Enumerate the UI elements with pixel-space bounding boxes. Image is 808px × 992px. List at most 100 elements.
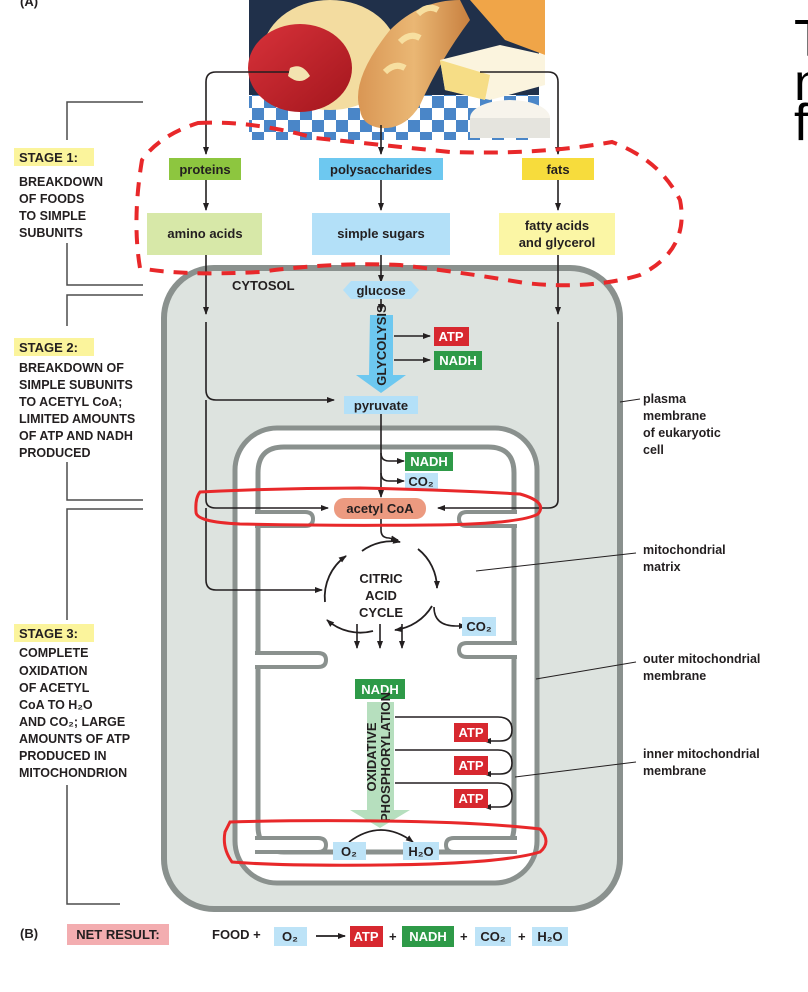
glucose-label: glucose [356, 283, 405, 298]
atp-label: ATP [438, 329, 463, 344]
stage-2-line: OF ATP AND NADH [19, 429, 133, 443]
acetyl-coa-node: acetyl CoA [334, 498, 426, 519]
nadh-term: NADH [409, 929, 447, 944]
stage-3-line: AND CO₂; LARGE [19, 715, 125, 729]
stage-3-line: PRODUCED IN [19, 749, 107, 763]
glycerol-label: and glycerol [519, 235, 596, 250]
stage-1-label: STAGE 1: BREAKDOWN OF FOODS TO SIMPLE SU… [14, 148, 103, 240]
stage-1-line: BREAKDOWN [19, 175, 103, 189]
stage-3-line: MITOCHONDRION [19, 766, 127, 780]
co2-term: CO₂ [480, 929, 506, 944]
cytosol-label: CYTOSOL [232, 278, 295, 293]
stage-2-line: PRODUCED [19, 446, 91, 460]
o2-h2o-circle [222, 819, 548, 867]
net-result-badge [67, 924, 169, 945]
h2o-term: H₂O [537, 929, 562, 944]
simple-sugars-label: simple sugars [337, 226, 424, 241]
side-text-line-1: T [794, 10, 808, 68]
polysaccharides-label: polysaccharides [330, 162, 432, 177]
annotation-outer-membrane: outer mitochondrial membrane [643, 652, 760, 683]
stage-3-line: CoA TO H₂O [19, 698, 93, 712]
panel-label-b: (B) [20, 926, 38, 941]
fats-box [522, 158, 594, 180]
atp-label: ATP [458, 791, 483, 806]
glycolysis-label: GLYCOLYSIS [374, 304, 389, 386]
annotation-line: membrane [643, 409, 706, 423]
net-result-equation: (B) NET RESULT: FOOD + O₂ ATP + NADH + C… [20, 924, 568, 947]
plus-sign: + [460, 929, 468, 944]
pyruvate-label: pyruvate [354, 398, 408, 413]
side-heading-text: T n f [794, 10, 808, 152]
nadh-badge [402, 926, 454, 947]
fatty-acids-box [499, 213, 615, 255]
stage-2-line: TO ACETYL CoA; [19, 395, 122, 409]
atp-badge [434, 327, 469, 346]
annotation-line: membrane [643, 764, 706, 778]
citric-label-line: CITRIC [359, 571, 403, 586]
annotation-line: membrane [643, 669, 706, 683]
plus-sign: + [389, 929, 397, 944]
annotation-inner-membrane: inner mitochondrial membrane [643, 747, 760, 778]
proteins-label: proteins [179, 162, 230, 177]
simple-sugars-box [312, 213, 450, 255]
atp-badge [350, 926, 383, 947]
annotation-line: inner mitochondrial [643, 747, 760, 761]
stage-3-line: AMOUNTS OF ATP [19, 732, 130, 746]
stage-2-label: STAGE 2: BREAKDOWN OF SIMPLE SUBUNITS TO… [14, 338, 135, 460]
stage-2-title: STAGE 2: [19, 340, 78, 355]
stage-3-label: STAGE 3: COMPLETE OXIDATION OF ACETYL Co… [14, 624, 130, 780]
stage-3-line: COMPLETE [19, 646, 88, 660]
nadh-label: NADH [410, 454, 448, 469]
red-annotations [134, 120, 684, 867]
proteins-box [169, 158, 241, 180]
stage-brackets [66, 101, 143, 905]
plus-sign: + [518, 929, 526, 944]
stage-3-line: OF ACETYL [19, 681, 90, 695]
stage-1-line: TO SIMPLE [19, 209, 86, 223]
molecule-badges: ATP NADH NADH CO₂ CO₂ NADH ATP ATP ATP O… [333, 327, 496, 860]
oxidative-phosphorylation-arrow: OXIDATIVE PHOSPHORYLATION [350, 692, 410, 828]
citric-acid-cycle-arrows [323, 537, 440, 634]
o2-label: O₂ [341, 844, 357, 859]
amino-acids-label: amino acids [167, 226, 242, 241]
pathway-lines [203, 255, 561, 843]
citric-label-line: CYCLE [359, 605, 403, 620]
h2o-badge [403, 842, 439, 860]
food-term: FOOD + [212, 927, 261, 942]
macromolecule-boxes: proteins polysaccharides fats [169, 158, 594, 180]
h2o-badge [532, 927, 568, 946]
atp-badge [454, 756, 488, 775]
annotation-line: mitochondrial [643, 543, 726, 557]
pyruvate-node: pyruvate [344, 396, 418, 414]
o2-term: O₂ [282, 929, 298, 944]
annotation-line: plasma [643, 392, 687, 406]
stage-2-line: BREAKDOWN OF [19, 361, 124, 375]
acetyl-coa-label: acetyl CoA [346, 501, 414, 516]
annotation-line: cell [643, 443, 664, 457]
food-connectors [203, 71, 561, 211]
food-illustration [248, 0, 550, 140]
stage-3-line: OXIDATION [19, 664, 88, 678]
o2-badge [274, 927, 307, 946]
co2-label: CO₂ [408, 474, 434, 489]
net-result-label: NET RESULT: [76, 927, 160, 942]
amino-acids-box [147, 213, 262, 255]
stage-2-line: SIMPLE SUBUNITS [19, 378, 133, 392]
stage-1-title: STAGE 1: [19, 150, 78, 165]
panel-label-a: (A) [20, 0, 38, 9]
atp-badge [454, 789, 488, 808]
polysaccharides-box [319, 158, 443, 180]
h2o-label: H₂O [408, 844, 433, 859]
atp-badge [454, 723, 488, 742]
co2-badge [462, 617, 496, 636]
citric-label-line: ACID [365, 588, 397, 603]
annotation-line: of eukaryotic [643, 426, 721, 440]
annotation-line: matrix [643, 560, 681, 574]
dashed-highlight-stage1 [134, 120, 684, 288]
o2-badge [333, 842, 366, 860]
stage-1-line: OF FOODS [19, 192, 84, 206]
nadh-badge [434, 351, 482, 370]
acetyl-coa-circle [194, 486, 543, 527]
stage-1-line: SUBUNITS [19, 226, 83, 240]
